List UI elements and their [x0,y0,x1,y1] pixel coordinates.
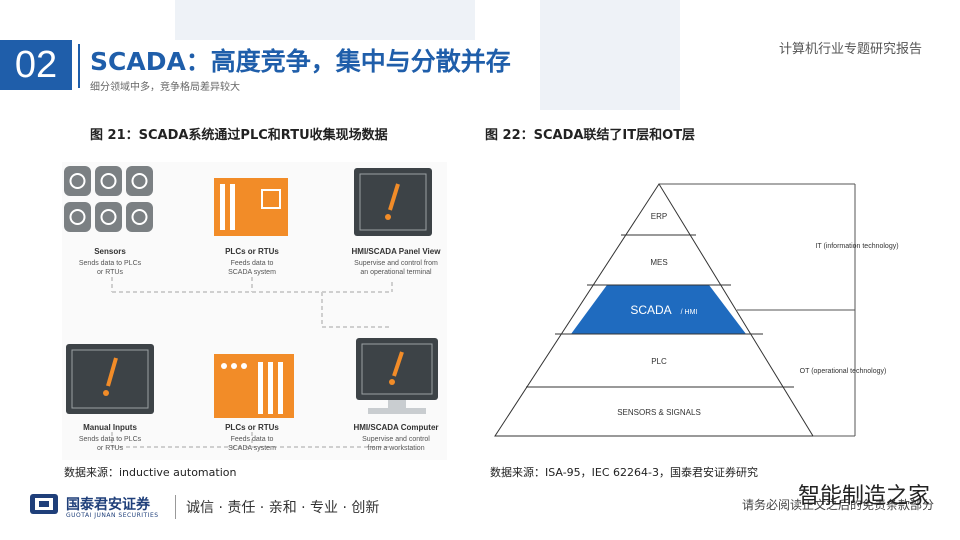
it-ot-pyramid-diagram: ERP MES SCADA / HMI PLC SENSORS & SIGNAL… [483,162,908,460]
title-divider [78,44,80,88]
manual-inputs-icon [66,344,154,414]
layer-scada-suffix: / HMI [681,309,698,316]
figure2-source: 数据来源：ISA-95，IEC 62264-3，国泰君安证券研究 [490,466,759,479]
scada-flow-diagram: Sensors Sends data to PLCs or RTUs PLCs … [62,162,447,460]
pyramid-outline [494,183,814,437]
layer-dividers [526,234,794,388]
figure1-caption: 图 21：SCADA系统通过PLC和RTU收集现场数据 [90,128,388,143]
node-desc: Feeds data to [231,436,274,443]
node-desc: Supervise and control from [354,260,438,267]
figure1-source: 数据来源：inductive automation [64,466,237,479]
layer-sensors: SENSORS & SIGNALS [617,408,701,417]
section-number: 02 [0,40,72,90]
node-desc: an operational terminal [360,269,432,276]
background-decoration [175,0,475,40]
background-decoration [540,0,680,110]
plc-icon [214,178,288,236]
layer-erp: ERP [651,212,667,221]
report-tag: 计算机行业专题研究报告 [778,42,922,57]
brand-name: 国泰君安证券 [66,497,150,513]
footer-divider [175,495,176,519]
disclaimer-notice: 请务必阅读正文之后的免责条款部分 [741,498,934,512]
hmi-computer-icon [356,338,438,414]
node-title-sensors: Sensors [94,247,126,256]
node-desc: Sends data to PLCs [79,436,142,443]
node-desc: Supervise and control [362,436,430,443]
hmi-panel-icon [354,168,432,236]
node-desc: SCADA system [228,269,276,276]
rtu-icon [214,354,294,418]
node-desc: or RTUs [97,269,123,276]
node-title-hmi-panel: HMI/SCADA Panel View [352,247,442,256]
layer-mes: MES [650,258,667,267]
node-desc: from a workstation [367,445,424,452]
node-desc: Feeds data to [231,260,274,267]
sensors-icon [64,166,153,232]
it-ot-bracket [659,183,856,437]
node-desc: SCADA system [228,445,276,452]
it-label: IT (information technology) [815,243,898,250]
figure2-caption: 图 22：SCADA联结了IT层和OT层 [485,128,696,143]
watermark: 智能制造之家 [797,484,930,509]
scada-layer-band [571,285,746,334]
node-desc: Sends data to PLCs [79,260,142,267]
node-desc: or RTUs [97,445,123,452]
ot-label: OT (operational technology) [800,368,887,375]
brand-logo-icon [30,494,58,514]
node-title-plc: PLCs or RTUs [225,247,279,256]
node-title-manual-inputs: Manual Inputs [83,423,137,432]
page-title: SCADA：高度竞争，集中与分散并存 [90,47,511,76]
scada-flow-svg: Sensors Sends data to PLCs or RTUs PLCs … [64,166,442,452]
pyramid-svg: ERP MES SCADA / HMI PLC SENSORS & SIGNAL… [494,183,899,437]
layer-plc: PLC [651,357,667,366]
layer-scada: SCADA [630,303,671,317]
node-title-hmi-computer: HMI/SCADA Computer [353,423,438,432]
node-title-rtu: PLCs or RTUs [225,423,279,432]
brand-name-en: GUOTAI JUNAN SECURITIES [66,512,159,519]
footer-slogan: 诚信 · 责任 · 亲和 · 专业 · 创新 [186,500,380,516]
connector-lines [111,277,393,448]
page-subtitle: 细分领域中多，竞争格局差异较大 [90,82,240,93]
